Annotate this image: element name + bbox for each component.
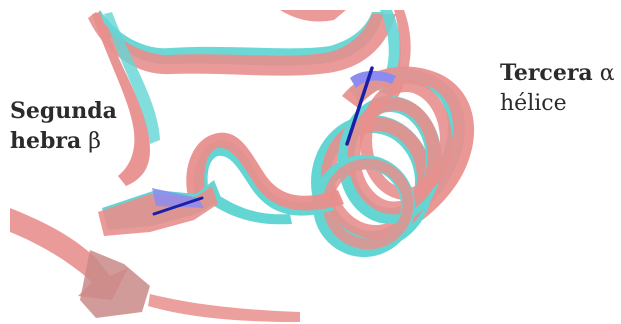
strand-label-word: hebra [10, 128, 81, 154]
beta-symbol: β [88, 129, 101, 154]
strand-label-line1: Segunda [10, 96, 117, 126]
helix-label-line2: hélice [500, 89, 615, 119]
helix-label-word: Tercera [500, 60, 593, 86]
alpha-symbol: α [600, 61, 615, 86]
strand-label: Segunda hebra β [10, 96, 117, 157]
helix-label: Tercera α hélice [500, 58, 615, 119]
